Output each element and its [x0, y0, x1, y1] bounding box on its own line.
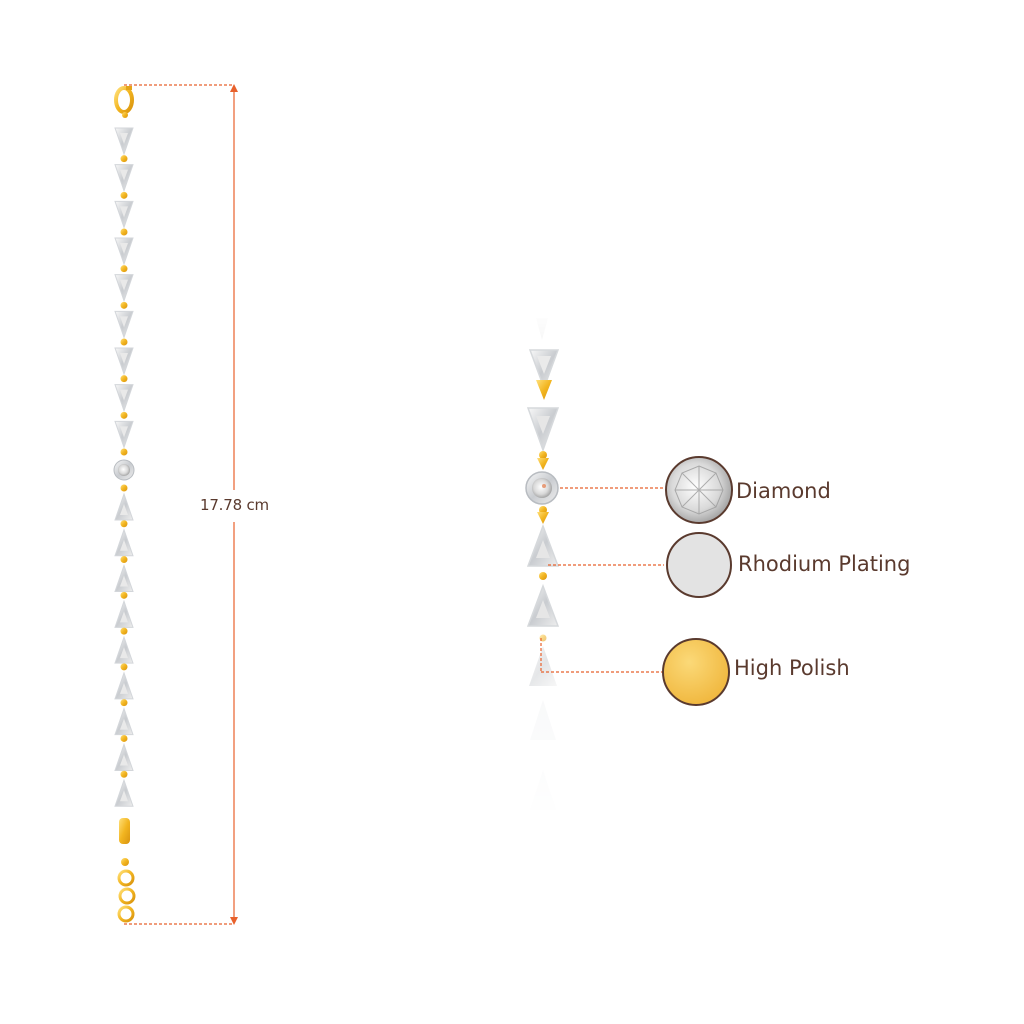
material-label-diamond: Diamond	[736, 479, 831, 503]
triangle-link-icon	[114, 599, 134, 628]
gold-bead-icon	[120, 734, 128, 742]
rhodium-swatch	[666, 532, 732, 598]
gold-bead-icon	[120, 338, 128, 346]
gold-bead-icon	[120, 411, 128, 419]
gold-bead-icon	[120, 591, 128, 599]
bracelet-closeup	[515, 310, 575, 830]
lobster-clasp-icon	[114, 86, 134, 118]
triangle-link-icon	[114, 528, 134, 557]
extension-chain-icon	[117, 818, 136, 923]
gold-bead-icon	[120, 770, 128, 778]
measure-guide	[124, 84, 238, 925]
triangle-link-icon	[114, 274, 134, 303]
gold-bead-icon	[120, 301, 128, 309]
triangle-link-icon	[114, 778, 134, 807]
triangle-link-icon	[114, 742, 134, 771]
bezel-diamond-icon	[113, 459, 135, 481]
triangle-link-icon	[114, 347, 134, 376]
gold-bead-icon	[120, 375, 128, 383]
triangle-link-icon	[114, 200, 134, 229]
length-label: 17.78 cm	[200, 496, 269, 514]
arrow-down-icon	[230, 917, 238, 925]
triangle-link-icon	[114, 564, 134, 593]
gold-bead-icon	[120, 556, 128, 564]
triangle-link-icon	[526, 407, 560, 470]
triangle-link-icon	[114, 635, 134, 664]
high-polish-swatch	[662, 638, 730, 706]
triangle-link-icon	[114, 384, 134, 413]
bezel-diamond-icon	[525, 471, 559, 505]
gold-bead-icon	[120, 265, 128, 273]
gold-bead-icon	[120, 484, 128, 492]
material-label-high-polish: High Polish	[734, 656, 850, 680]
gold-bead-icon	[120, 627, 128, 635]
gold-bead-icon	[120, 228, 128, 236]
arrow-up-icon	[230, 84, 238, 92]
gold-bead-icon	[120, 448, 128, 456]
triangle-link-icon	[114, 310, 134, 339]
triangle-link-icon	[526, 572, 560, 627]
material-label-rhodium: Rhodium Plating	[738, 552, 911, 576]
gold-bead-icon	[120, 520, 128, 528]
triangle-link-icon	[528, 349, 560, 400]
triangle-link-icon	[114, 707, 134, 736]
diamond-swatch	[665, 456, 733, 524]
callout-lines	[540, 487, 664, 673]
gold-bead-icon	[120, 191, 128, 199]
triangle-link-icon	[114, 671, 134, 700]
gold-bead-icon	[120, 155, 128, 163]
triangle-link-icon	[114, 127, 134, 156]
triangle-link-icon	[114, 492, 134, 521]
triangle-link-icon	[114, 420, 134, 449]
triangle-link-icon	[114, 237, 134, 266]
triangle-link-icon	[114, 164, 134, 193]
gold-bead-icon	[120, 699, 128, 707]
full-bracelet	[113, 86, 136, 923]
gold-bead-icon	[120, 663, 128, 671]
triangle-link-icon	[526, 506, 560, 567]
